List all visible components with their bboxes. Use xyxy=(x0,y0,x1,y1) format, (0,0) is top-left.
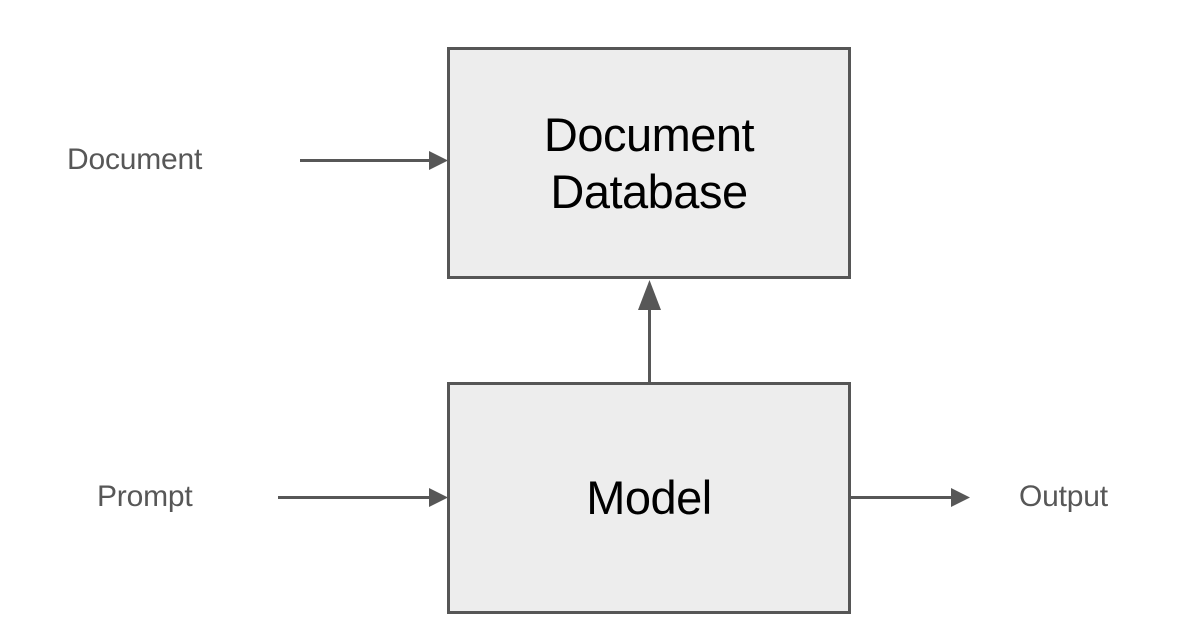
arrow-model-to-database xyxy=(638,280,661,382)
label-output: Output xyxy=(1019,480,1108,513)
arrow-prompt-to-model xyxy=(278,488,448,507)
node-model-label: Model xyxy=(586,471,712,525)
label-document: Document xyxy=(67,143,203,176)
node-document-database[interactable]: Document Database xyxy=(447,47,851,279)
label-prompt: Prompt xyxy=(97,480,193,513)
arrow-document-to-database xyxy=(300,151,448,170)
arrow-model-to-output xyxy=(851,488,970,507)
node-model[interactable]: Model xyxy=(447,382,851,614)
node-document-database-label: Document Database xyxy=(543,107,755,218)
